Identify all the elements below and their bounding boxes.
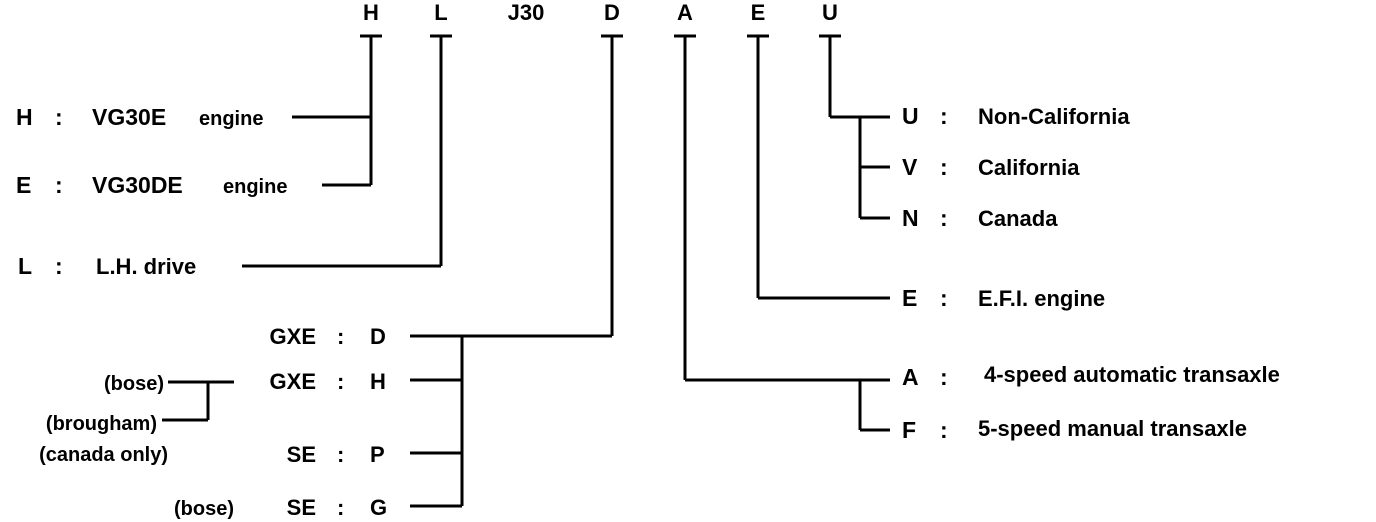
efi-desc: E.F.I. engine	[978, 286, 1105, 311]
grade-sep-3: :	[337, 442, 344, 467]
transaxle-sep-1: :	[940, 364, 948, 390]
model-code-header: H L J30 D A E U	[363, 0, 838, 25]
market-code-3: N	[902, 205, 919, 231]
code-char-grade: D	[604, 0, 620, 25]
engine-name-2: VG30DE	[92, 172, 183, 198]
transaxle-desc-1: 4-speed automatic transaxle	[984, 362, 1280, 387]
grade-note-brougham: (brougham)	[46, 413, 157, 435]
drive-desc: L.H. drive	[96, 254, 196, 279]
transaxle-code-1: A	[902, 364, 919, 390]
grade-note-bose: (bose)	[104, 373, 164, 395]
market-desc-2: California	[978, 155, 1080, 180]
efi-code: E	[902, 285, 917, 311]
engine-suffix-1: engine	[199, 108, 263, 130]
grade-sep-4: :	[337, 495, 344, 520]
market-code-1: U	[902, 103, 919, 129]
code-char-market: U	[822, 0, 838, 25]
market-sep-1: :	[940, 103, 948, 129]
market-sep-2: :	[940, 154, 948, 180]
engine-code-2: E	[16, 172, 31, 198]
efi-sep: :	[940, 285, 948, 311]
grade-name-1: GXE	[270, 324, 316, 349]
engine-sep-1: :	[55, 104, 63, 130]
grade-code-2: H	[370, 369, 386, 394]
engine-suffix-2: engine	[223, 176, 287, 198]
grade-name-4: SE	[287, 495, 316, 520]
drive-option: L : L.H. drive	[18, 253, 196, 279]
code-char-drive: L	[434, 0, 447, 25]
market-desc-1: Non-California	[978, 104, 1130, 129]
transaxle-options: A : 4-speed automatic transaxle F : 5-sp…	[902, 362, 1280, 443]
grade-name-2: GXE	[270, 369, 316, 394]
grade-options: GXE : D GXE : H SE : P SE : G (bose) (br…	[39, 324, 387, 520]
market-options: U : Non-California V : California N : Ca…	[902, 103, 1130, 231]
code-char-efi: E	[751, 0, 766, 25]
grade-name-3: SE	[287, 442, 316, 467]
transaxle-sep-2: :	[940, 417, 948, 443]
code-char-transaxle: A	[677, 0, 693, 25]
code-char-series: J30	[508, 0, 545, 25]
grade-note-canada: (canada only)	[39, 444, 168, 466]
transaxle-code-2: F	[902, 417, 916, 443]
drive-code: L	[18, 253, 32, 279]
market-code-2: V	[902, 154, 918, 180]
market-desc-3: Canada	[978, 206, 1058, 231]
grade-code-1: D	[370, 324, 386, 349]
drive-sep: :	[55, 253, 63, 279]
engine-sep-2: :	[55, 172, 63, 198]
code-char-engine: H	[363, 0, 379, 25]
connector-lines	[162, 34, 890, 508]
transaxle-desc-2: 5-speed manual transaxle	[978, 416, 1247, 441]
engine-name-1: VG30E	[92, 104, 166, 130]
engine-code-1: H	[16, 104, 33, 130]
grade-code-3: P	[370, 442, 385, 467]
efi-option: E : E.F.I. engine	[902, 285, 1105, 311]
grade-sep-2: :	[337, 369, 344, 394]
grade-code-4: G	[370, 495, 387, 520]
market-sep-3: :	[940, 205, 948, 231]
grade-sep-1: :	[337, 324, 344, 349]
grade-note-bose-2: (bose)	[174, 498, 234, 520]
engine-options: H : VG30E engine E : VG30DE engine	[16, 104, 287, 198]
